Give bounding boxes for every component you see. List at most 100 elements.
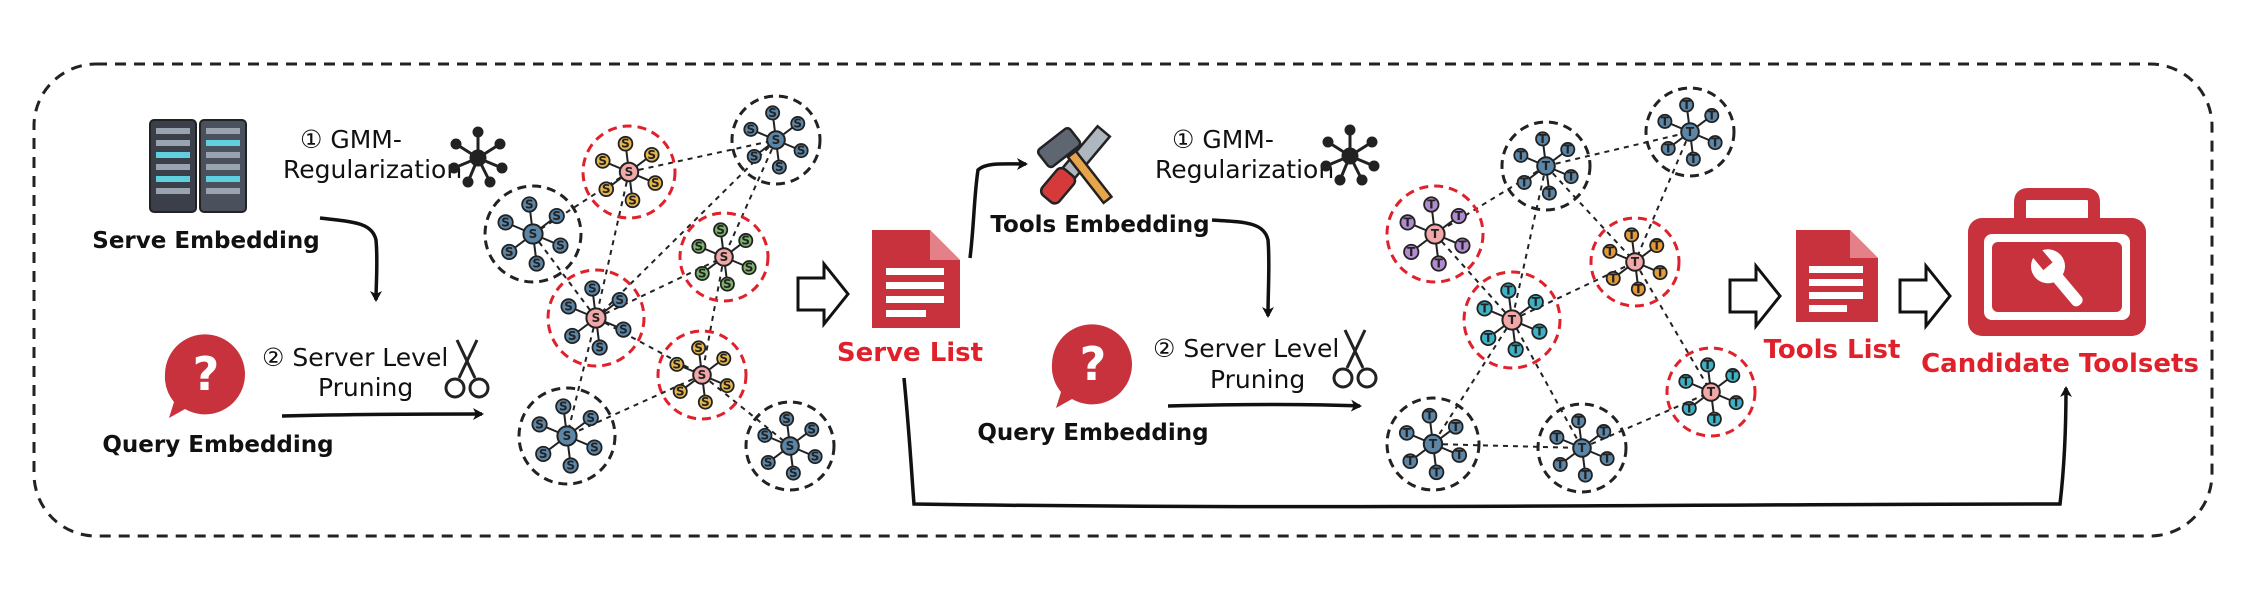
node-letter: T [1634, 282, 1643, 296]
cluster-node [1725, 368, 1741, 384]
scissors-icon [1332, 329, 1378, 389]
cluster-node [719, 276, 735, 292]
cluster-node [1476, 300, 1493, 317]
node-letter: S [764, 455, 773, 469]
cluster-node [1403, 243, 1420, 261]
cluster-node [793, 143, 809, 159]
cluster-node [672, 383, 688, 399]
node-letter: S [539, 447, 548, 461]
cluster-node [624, 192, 641, 209]
cluster-node [647, 175, 664, 191]
cluster-node [1451, 447, 1468, 463]
cluster-node [1430, 255, 1447, 272]
node-letter: T [1704, 358, 1713, 372]
node-letter: T [1458, 239, 1467, 253]
cluster-node [598, 181, 615, 197]
cluster-center-node [618, 161, 640, 183]
cluster-node [1531, 323, 1548, 340]
question-bubble-icon: ? [164, 334, 245, 418]
cluster-node [1398, 425, 1415, 441]
cluster-center-node [522, 223, 544, 245]
document-icon [1796, 230, 1878, 322]
gmm-step-label-left: ① GMM- [300, 125, 402, 154]
node-letter: S [701, 395, 710, 409]
node-letter: S [782, 412, 791, 426]
cluster-node [1450, 207, 1467, 225]
arrow-query-to-tool-graph [1167, 399, 1362, 412]
node-letter: T [1564, 143, 1573, 157]
graph-edge [723, 139, 777, 258]
node-letter: S [786, 439, 795, 453]
node-letter: T [1606, 244, 1615, 258]
cluster-node [757, 427, 773, 443]
cluster-node [1500, 282, 1517, 299]
node-letter: T [1685, 401, 1694, 415]
cluster-node [1399, 214, 1416, 231]
node-letter: S [807, 423, 816, 437]
cluster-node [548, 207, 565, 225]
node-letter: T [1567, 170, 1576, 184]
cluster-node [1679, 97, 1695, 113]
cluster-node [746, 148, 762, 164]
node-letter: T [1729, 369, 1738, 383]
node-letter: S [501, 215, 510, 229]
node-letter: S [695, 239, 704, 253]
cluster-node [716, 351, 732, 367]
gmm-step-label-right: ① GMM- [1172, 125, 1274, 154]
node-letter: T [1575, 414, 1584, 428]
graph-edge [566, 317, 597, 437]
graph-edge [595, 139, 777, 319]
hollow-arrow-icon [1728, 261, 1782, 331]
node-letter: T [1520, 175, 1529, 189]
arrow-serve-to-prune [319, 216, 383, 302]
node-letter: S [747, 122, 756, 136]
outer-frame [32, 62, 2214, 538]
cluster-node [1678, 373, 1694, 389]
node-letter: S [741, 234, 750, 248]
node-letter: S [556, 239, 565, 253]
node-letter: T [1542, 159, 1551, 173]
node-letter: T [1545, 186, 1554, 200]
node-letter: T [1710, 412, 1719, 426]
prune-step-label-right-line2: Pruning [1210, 365, 1305, 394]
node-letter: T [1406, 454, 1415, 468]
cluster-node [586, 439, 603, 456]
cluster-node [501, 243, 518, 261]
node-letter: S [768, 106, 777, 120]
node-letter: S [535, 417, 544, 431]
graph-edge [1634, 131, 1691, 263]
arrow-serve-list-to-candidate [902, 377, 2072, 509]
node-letter: S [615, 293, 624, 307]
cluster-node [560, 298, 577, 315]
node-letter: T [1425, 409, 1434, 423]
node-letter: T [1653, 239, 1662, 253]
cluster-node [1507, 341, 1524, 358]
node-letter: S [761, 428, 770, 442]
cluster-node [807, 449, 823, 465]
cluster-center-node [1625, 252, 1645, 272]
node-letter: T [1480, 301, 1489, 315]
node-letter: S [673, 357, 682, 371]
cluster-node [719, 378, 735, 394]
cluster-node [1480, 329, 1497, 347]
node-letter: T [1683, 98, 1692, 112]
graph-edge [532, 233, 597, 319]
cluster-center-node [780, 436, 800, 456]
network-icon [1320, 124, 1380, 186]
node-letter: T [1581, 468, 1590, 482]
cluster-node [584, 280, 601, 297]
node-letter: T [1427, 197, 1436, 211]
graph-edge [595, 256, 725, 319]
cluster-node [804, 422, 820, 438]
cluster-center-node [1424, 223, 1446, 245]
node-letter: T [1455, 209, 1464, 223]
cluster-node [1535, 131, 1551, 147]
candidate-toolsets-label: Candidate Toolsets [1921, 349, 2199, 379]
